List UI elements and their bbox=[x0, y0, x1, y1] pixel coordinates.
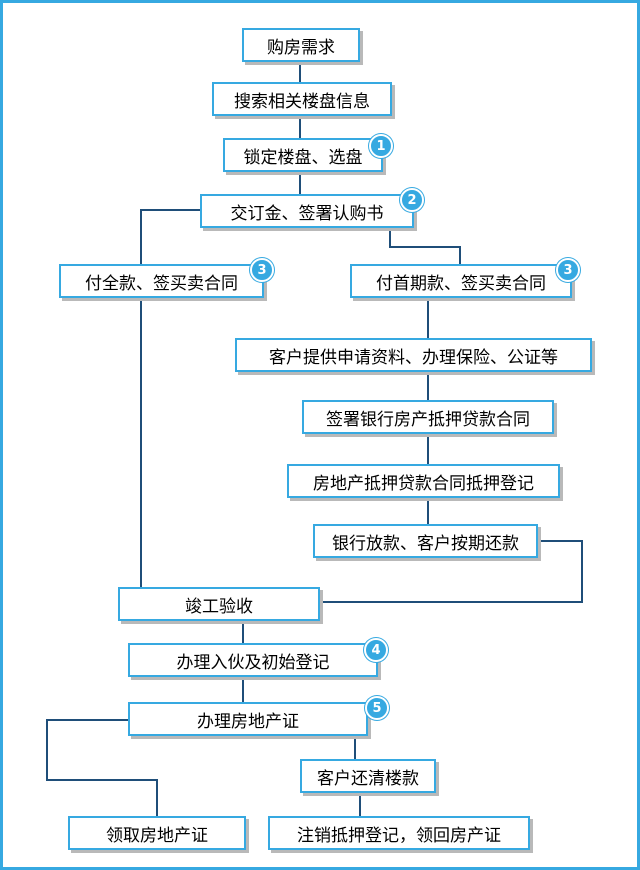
badge-full-payment: 3 bbox=[250, 258, 274, 282]
step-cancel: 注销抵押登记，领回房产证 bbox=[268, 816, 530, 850]
step-collect: 领取房地产证 bbox=[68, 816, 246, 850]
badge-deposit: 2 bbox=[400, 188, 424, 212]
step-loan-contract: 签署银行房产抵押贷款合同 bbox=[302, 400, 554, 434]
step-loan-release: 银行放款、客户按期还款 bbox=[313, 524, 538, 558]
step-deposit: 交订金、签署认购书 bbox=[200, 194, 414, 228]
connector-deposit-down bbox=[389, 226, 461, 266]
step-full-payment: 付全款、签买卖合同 bbox=[59, 264, 264, 298]
step-down-payment: 付首期款、签买卖合同 bbox=[350, 264, 572, 298]
step-completion: 竣工验收 bbox=[118, 587, 320, 621]
step-demand: 购房需求 bbox=[242, 28, 360, 62]
badge-down-payment: 3 bbox=[556, 258, 580, 282]
step-mortgage-register: 房地产抵押贷款合同抵押登记 bbox=[287, 464, 560, 498]
step-move-in: 办理入伙及初始登记 bbox=[128, 643, 378, 677]
connector-cert-collect bbox=[46, 719, 158, 818]
badge-certificate: 5 bbox=[365, 696, 389, 720]
step-search: 搜索相关楼盘信息 bbox=[212, 82, 392, 116]
badge-lock: 1 bbox=[369, 134, 393, 158]
step-lock: 锁定楼盘、选盘 bbox=[223, 138, 383, 172]
step-certificate: 办理房地产证 bbox=[128, 702, 368, 736]
step-materials: 客户提供申请资料、办理保险、公证等 bbox=[235, 338, 592, 372]
badge-move-in: 4 bbox=[364, 638, 388, 662]
connector-deposit-full bbox=[140, 209, 200, 266]
step-repay: 客户还清楼款 bbox=[300, 759, 436, 793]
connector-release-completion bbox=[320, 540, 583, 603]
